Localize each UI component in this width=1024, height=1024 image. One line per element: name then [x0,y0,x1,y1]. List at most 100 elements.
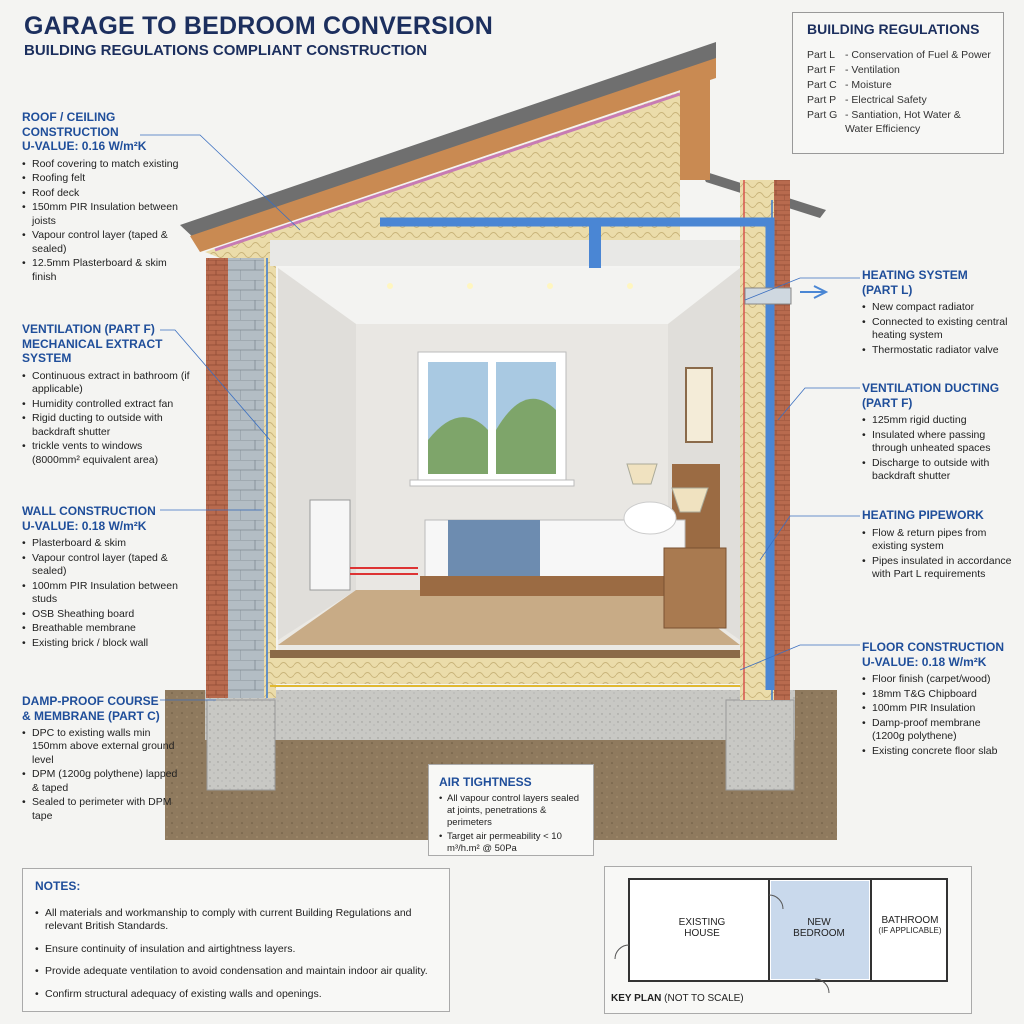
concrete-slab [205,690,795,740]
wall-callout: WALL CONSTRUCTION U-VALUE: 0.18 W/m²K Pl… [22,504,192,651]
pipework-heading: HEATING PIPEWORK [862,508,984,522]
air-tightness-box: AIR TIGHTNESS All vapour control layers … [428,764,594,856]
list-item: Target air permeability < 10 m³/h.m² @ 5… [439,831,587,855]
list-item: All vapour control layers sealed at join… [439,793,587,829]
list-item: 150mm PIR Insulation between joists [22,201,192,228]
external-vent [744,287,792,305]
list-item: Connected to existing central heating sy… [862,316,1012,343]
regulations-box: BUILDING REGULATIONS Part L- Conservatio… [792,12,1004,154]
list-item: Rigid ducting to outside with backdraft … [22,412,192,439]
list-item: Provide adequate ventilation to avoid co… [35,965,439,979]
list-item: Floor finish (carpet/wood) [862,673,1012,687]
ventilation-heading: VENTILATION (PART F) [22,322,155,336]
ventilation-duct [380,217,775,690]
list-item: Confirm structural adequacy of existing … [35,988,439,1002]
page-title: GARAGE TO BEDROOM CONVERSION [24,12,494,40]
list-item: Flow & return pipes from existing system [862,527,1012,554]
list-item: OSB Sheathing board [22,608,192,622]
list-item: Plasterboard & skim [22,537,192,551]
right-footing [725,699,795,791]
leader-lines [140,134,860,701]
list-item: Damp-proof membrane (1200g polythene) [862,717,1012,744]
regulation-row: Water Efficiency [845,123,921,135]
floor-u-value: U-VALUE: 0.18 W/m²K [862,654,987,669]
list-item: Ensure continuity of insulation and airt… [35,943,439,957]
radiator [309,499,351,591]
key-plan-drawing [614,878,948,994]
roof-covering [180,42,716,240]
list-item: Existing brick / block wall [22,637,192,651]
vent-ducting-callout: VENTILATION DUCTING (PART F) 125mm rigid… [862,381,1012,485]
table-lamp [626,463,658,485]
list-item: Breathable membrane [22,622,192,636]
regulations-heading: BUILDING REGULATIONS [807,21,980,37]
heating-system-heading: HEATING SYSTEM [862,268,968,282]
roof-deck [190,58,716,252]
keyplan-bathroom: BATHROOM(IF APPLICABLE) [878,915,942,935]
air-tightness-heading: AIR TIGHTNESS [439,775,532,789]
regulation-row: Part C- Moisture [807,79,892,91]
right-brick-wall [774,180,790,700]
list-item: Roof deck [22,187,192,201]
list-item: 100mm PIR Insulation between studs [22,580,192,607]
floor-heading: FLOOR CONSTRUCTION [862,640,1004,654]
list-item: 125mm rigid ducting [862,414,1012,428]
regulation-row: Part L- Conservation of Fuel & Power [807,49,991,61]
roof-callout: ROOF / CEILING CONSTRUCTION U-VALUE: 0.1… [22,110,192,285]
pipework-callout: HEATING PIPEWORK Flow & return pipes fro… [862,508,1012,583]
list-item: Discharge to outside with backdraft shut… [862,457,1012,484]
notes-heading: NOTES: [35,879,81,893]
list-item: Insulated where passing through unheated… [862,429,1012,456]
wall-picture [685,367,713,443]
ceiling [278,268,740,324]
left-footing [206,699,276,791]
list-item: Sealed to perimeter with DPM tape [22,796,187,823]
ceiling-void [270,240,740,266]
regulation-row: Part G- Santiation, Hot Water & [807,109,961,121]
bed-frame [420,576,685,596]
list-item: New compact radiator [862,301,1012,315]
list-item: Humidity controlled extract fan [22,398,192,412]
left-wall-insulation [264,258,276,698]
roof-upstand [680,70,710,180]
wall-heading: WALL CONSTRUCTION [22,504,156,518]
regulation-row: Part F- Ventilation [807,64,900,76]
left-block-wall [228,258,264,698]
list-item: Vapour control layer (taped & sealed) [22,552,192,579]
floor-finish [278,590,740,645]
list-item: Roof covering to match existing [22,158,192,172]
list-item: Roofing felt [22,172,192,186]
list-item: DPC to existing walls min 150mm above ex… [22,727,187,767]
page-subtitle: BUILDING REGULATIONS COMPLIANT CONSTRUCT… [24,42,428,59]
dpc-heading: DAMP-PROOF COURSE [22,694,159,708]
list-item: 18mm T&G Chipboard [862,688,1012,702]
bedroom-highlight [771,881,869,979]
list-item: trickle vents to windows (8000mm² equiva… [22,440,192,467]
ventilation-callout: VENTILATION (PART F) MECHANICAL EXTRACT … [22,322,192,468]
list-item: All materials and workmanship to comply … [35,907,439,934]
roof-u-value: U-VALUE: 0.16 W/m²K [22,139,147,153]
list-item: 12.5mm Plasterboard & skim finish [22,257,192,284]
roof-vapour-layer [214,92,681,252]
floor-insulation [270,658,740,684]
list-item: DPM (1200g polythene) lapped & taped [22,768,187,795]
dpc-callout: DAMP-PROOF COURSE & MEMBRANE (PART C) DP… [22,694,187,824]
list-item: 100mm PIR Insulation [862,702,1012,716]
keyplan-caption: KEY PLAN (NOT TO SCALE) [611,993,744,1004]
list-item: Continuous extract in bathroom (if appli… [22,370,192,397]
list-item: Thermostatic radiator valve [862,344,1012,358]
left-brick-wall [206,258,228,698]
notes-box: NOTES: All materials and workmanship to … [22,868,450,1012]
floor-chipboard [270,650,740,658]
bedside-table [663,547,727,629]
floor-callout: FLOOR CONSTRUCTION U-VALUE: 0.18 W/m²K F… [862,640,1012,759]
table-lamp [671,487,709,513]
bed-throw [448,520,540,580]
list-item: Vapour control layer (taped & sealed) [22,229,192,256]
vent-ducting-heading: VENTILATION DUCTING [862,381,1000,395]
heating-system-callout: HEATING SYSTEM (PART L) New compact radi… [862,268,1012,358]
roof-heading: ROOF / CEILING [22,110,116,124]
